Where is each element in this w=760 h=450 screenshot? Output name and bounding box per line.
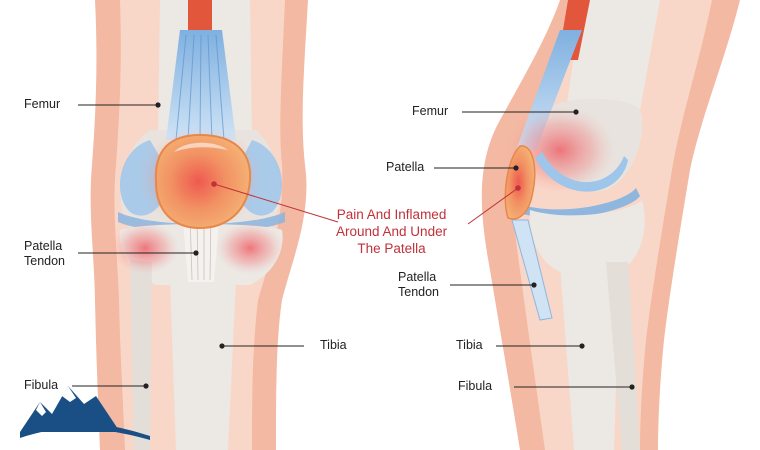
callout-line-3: The Patella — [357, 241, 426, 256]
side-label-patella: Patella — [386, 160, 425, 174]
callout-line-front — [213, 183, 339, 223]
front-label-femur: Femur — [24, 97, 61, 111]
side-patella-tendon — [511, 219, 553, 321]
front-label-tibia: Tibia — [320, 338, 347, 352]
callout-line-2: Around And Under — [336, 224, 448, 239]
front-tibia-shaft — [170, 280, 236, 450]
side-view — [481, 0, 740, 450]
leader-endpoints — [143, 102, 635, 390]
side-femur-shaft — [566, 0, 660, 110]
front-tendon-fibers — [175, 34, 225, 141]
front-view — [90, 0, 308, 450]
side-cartilage — [535, 152, 628, 192]
side-label-patella-tendon: Patella Tendon — [398, 270, 440, 299]
side-meniscus — [522, 188, 640, 218]
side-patella — [504, 145, 536, 220]
callout-lines — [213, 183, 519, 225]
front-label-patella-tendon: Patella Tendon — [24, 239, 66, 268]
mountain-logo-icon — [20, 386, 150, 440]
front-patella — [154, 133, 252, 230]
front-patella-highlight — [174, 142, 228, 152]
front-label-fibula: Fibula — [24, 378, 59, 392]
front-inflammation-right — [216, 222, 284, 274]
callout-endpoints — [211, 181, 521, 191]
side-fibula — [606, 262, 640, 450]
leader-lines — [72, 104, 632, 388]
side-label-fibula: Fibula — [458, 379, 493, 393]
front-fibula — [130, 260, 152, 450]
side-tibia-head — [529, 200, 645, 272]
callout-line-side — [467, 187, 519, 225]
inflammation-callout: Pain And Inflamed Around And Under The P… — [336, 206, 447, 257]
side-label-femur: Femur — [412, 104, 449, 118]
callout-line-1: Pain And Inflamed — [336, 207, 447, 222]
front-inflammation-left — [111, 222, 179, 274]
side-tibia-shaft — [560, 265, 620, 450]
side-label-tibia: Tibia — [456, 338, 483, 352]
